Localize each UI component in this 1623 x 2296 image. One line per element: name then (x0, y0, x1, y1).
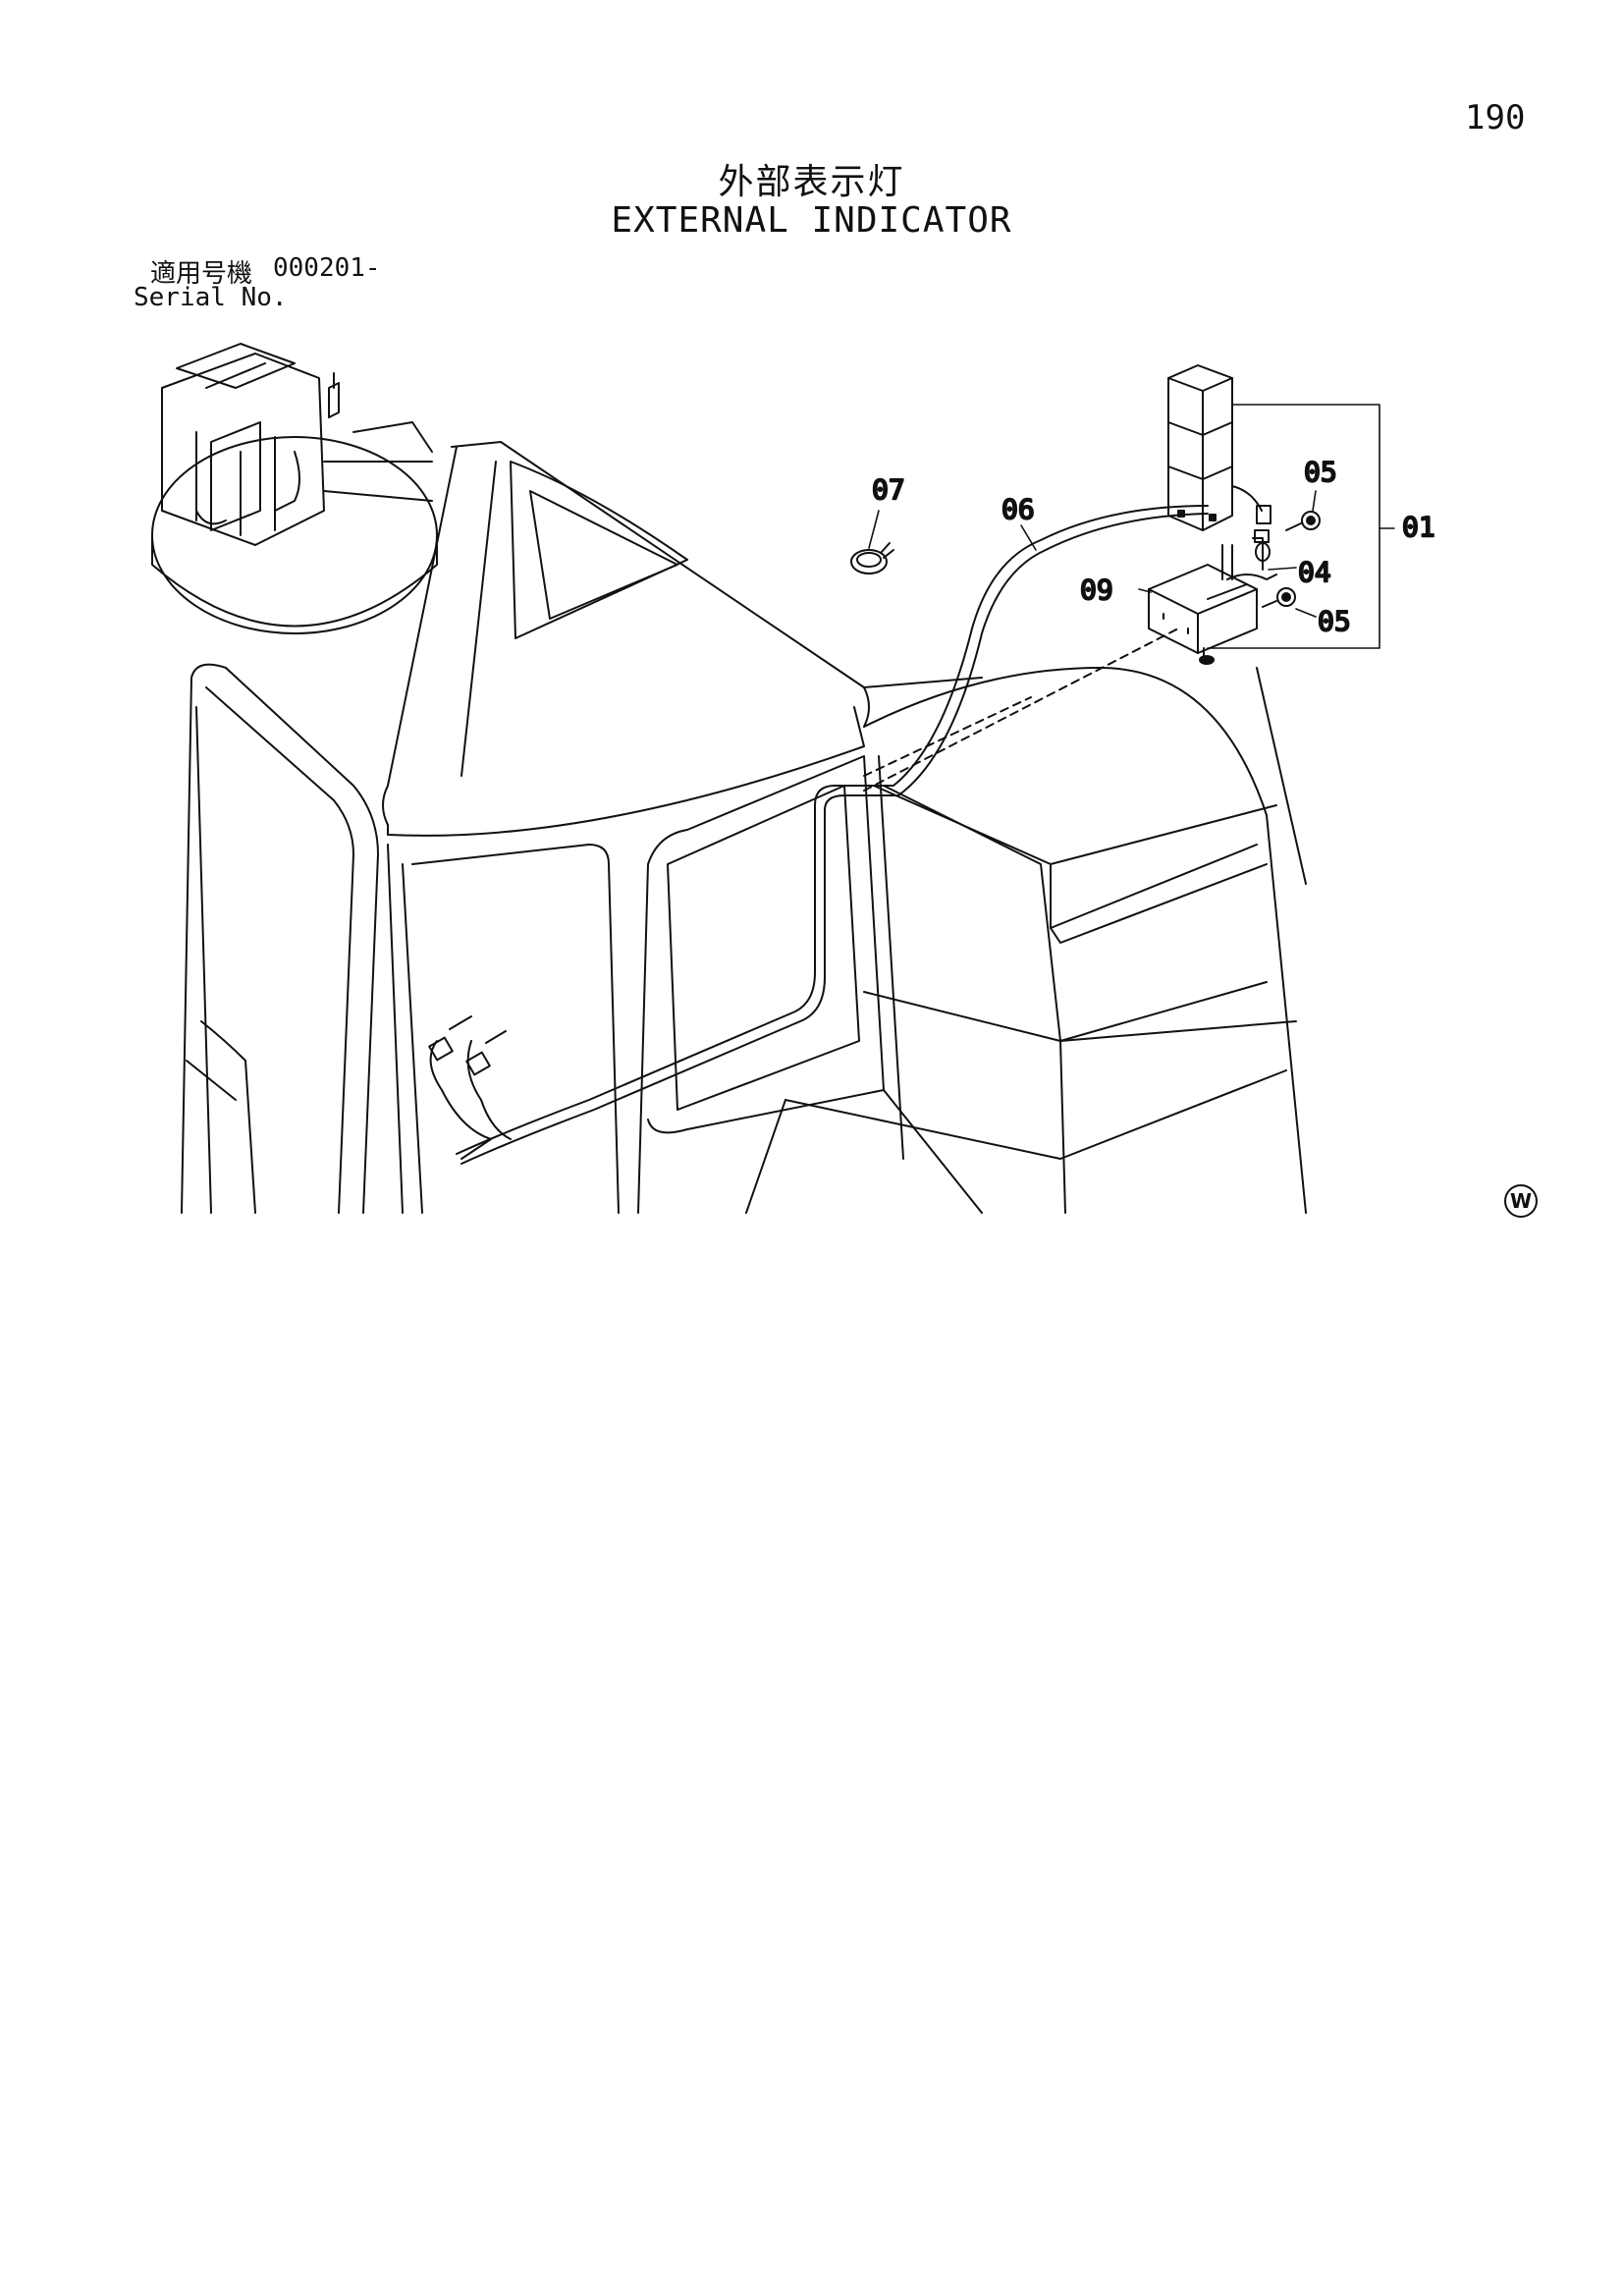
clamp (850, 542, 894, 574)
parts-diagram: 01 04 05 05 06 07 09 (151, 343, 1436, 1214)
title-japanese: 外部表示灯 (718, 162, 905, 202)
leader-lines (868, 404, 1395, 649)
bolts (1226, 511, 1321, 608)
callout-07: 07 (872, 473, 905, 506)
callout-09: 09 (1080, 574, 1113, 606)
serial-label-english: Serial No. (134, 283, 288, 312)
serial-label-japanese: 適用号機 (150, 259, 253, 289)
callout-01: 01 (1402, 511, 1435, 543)
inset-machine-view (151, 343, 438, 634)
indicator-lamp (1167, 364, 1271, 531)
callout-06: 06 (1001, 493, 1035, 525)
cab-body (181, 441, 1307, 1214)
callout-04: 04 (1298, 556, 1331, 588)
harness-cable (428, 505, 1209, 1165)
callout-05-bottom: 05 (1318, 605, 1351, 637)
page-number: 190 (1465, 98, 1526, 137)
corner-circle-mark: W (1504, 1184, 1538, 1218)
title-english: EXTERNAL INDICATOR (611, 200, 1012, 241)
callout-05-top: 05 (1304, 456, 1337, 488)
bracket (1148, 529, 1271, 665)
serial-number: 000201- (273, 253, 381, 283)
